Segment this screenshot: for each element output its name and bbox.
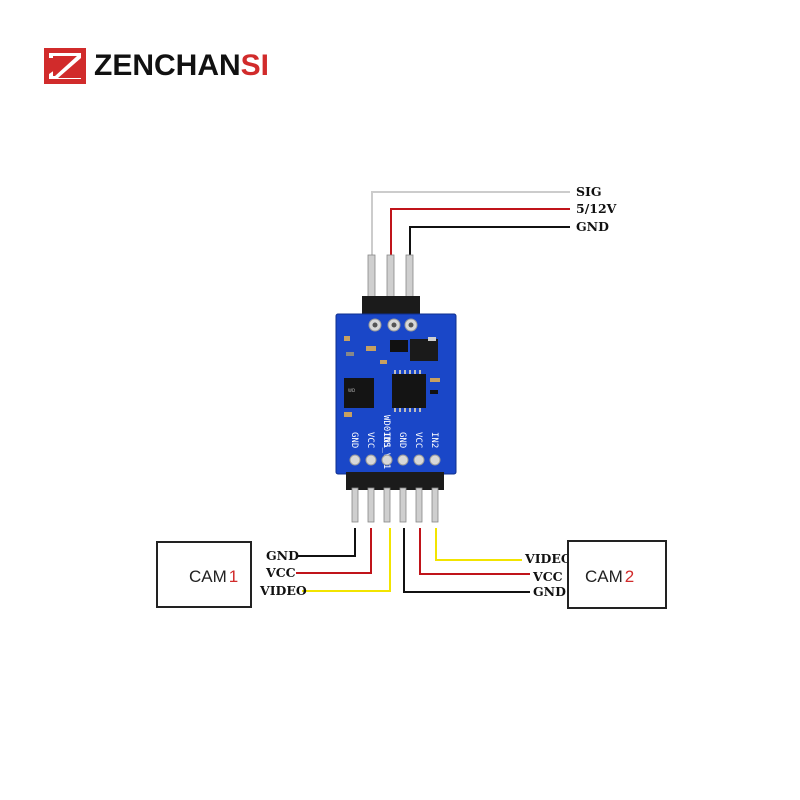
cam1-gnd-label: GND <box>266 548 299 563</box>
logo-mark-icon <box>44 48 86 84</box>
input-wires <box>371 191 570 265</box>
cam2-vcc-wire <box>419 528 530 575</box>
cam1-vcc-label: VCC <box>265 565 296 580</box>
pin-label-gnd1: GND <box>349 432 359 448</box>
pin-label-vcc1: VCC <box>365 432 375 448</box>
power-label: 5/12V <box>576 201 617 216</box>
cam1-vcc-wire <box>296 528 372 574</box>
brand-name-accent: SI <box>240 49 270 82</box>
cam2-wires <box>403 528 530 593</box>
cam2-vcc-label: VCC <box>532 569 563 584</box>
cam2-video-wire <box>435 528 522 561</box>
cam2-number: 2 <box>625 567 634 586</box>
pin-label-in2: IN2 <box>429 432 439 448</box>
brand-name-main: ZENCHAN <box>94 49 241 82</box>
gnd-wire-top <box>409 226 570 265</box>
cam2-title-text: CAM <box>585 567 623 586</box>
pin-label-gnd2: GND <box>397 432 407 448</box>
brand-logo: ZENCHANSI <box>44 48 269 84</box>
cam1-gnd-wire <box>296 528 356 557</box>
gnd-label-top: GND <box>576 219 609 234</box>
pin-label-in1: IN1 <box>381 432 391 448</box>
chip-left-marking: WD <box>348 388 355 393</box>
board-model-text: WD01DS_V11 <box>381 415 391 469</box>
top-header <box>362 254 420 316</box>
power-wire <box>390 208 570 265</box>
chip-left <box>344 378 374 408</box>
cam2-video-label: VIDEO <box>524 551 572 566</box>
pin-label-vcc2: VCC <box>413 432 423 448</box>
cam1-wires <box>296 528 391 592</box>
cam1-title-text: CAM <box>189 567 227 586</box>
cam1-video-label: VIDEO <box>259 583 307 598</box>
cam1-number: 1 <box>229 567 238 586</box>
sig-label: SIG <box>576 184 602 199</box>
video-switch-board: WD WD01DS_V11 GND VCC IN1 GND VCC IN2 <box>335 313 457 475</box>
cam1-video-wire <box>302 528 391 592</box>
chip-right <box>392 374 426 408</box>
cam2-gnd-label: GND <box>533 584 566 599</box>
bottom-header <box>346 472 444 523</box>
sig-wire <box>371 191 570 265</box>
cam2-gnd-wire <box>403 528 530 593</box>
brand-name: ZENCHANSI <box>94 48 269 84</box>
